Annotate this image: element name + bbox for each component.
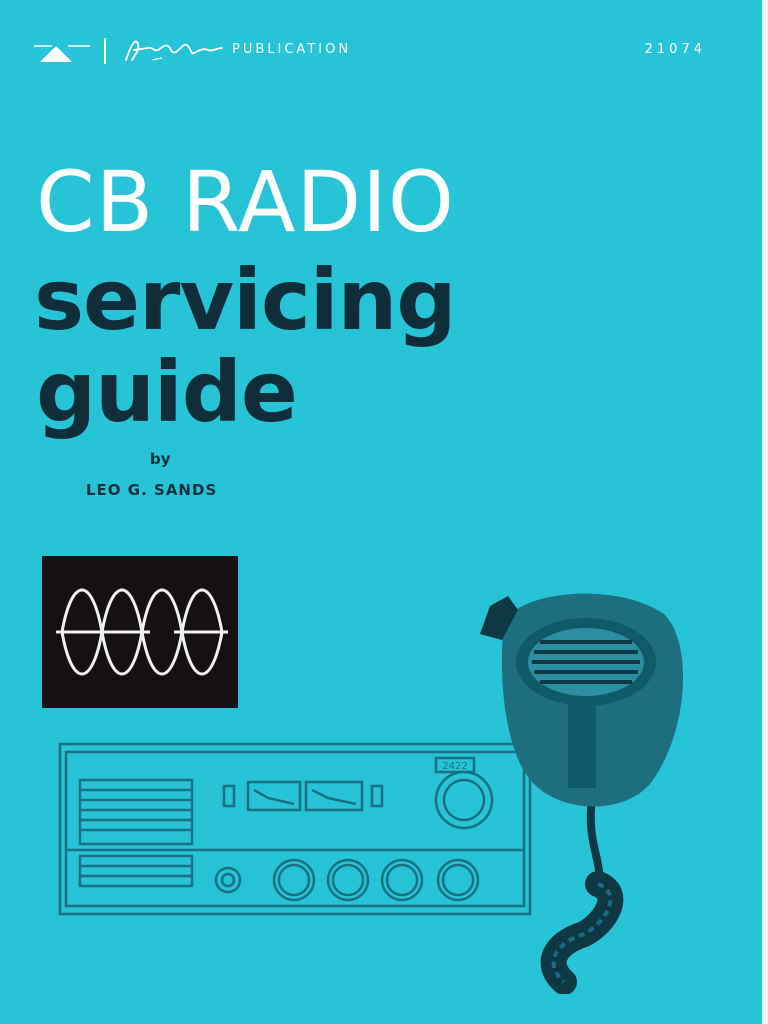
publisher-logo-icon [34, 45, 90, 62]
oscilloscope-waveform-image [42, 556, 238, 708]
title-cb-radio: CB RADIO [36, 153, 455, 251]
page-edge [762, 0, 768, 1024]
by-label: by [150, 450, 171, 468]
publication-label: PUBLICATION [232, 42, 352, 57]
microphone-illustration [480, 593, 684, 994]
cb-radio-transceiver-illustration: 2422 [58, 742, 532, 916]
publisher-signature-logo [125, 40, 223, 61]
author-name: LEO G. SANDS [86, 481, 218, 499]
waveform-trace [56, 588, 228, 676]
title-servicing: servicing [34, 251, 456, 349]
catalog-number: 21074 [644, 42, 706, 57]
cover-header: PUBLICATION 21074 [28, 34, 708, 68]
header-divider [104, 38, 106, 64]
title-guide: guide [36, 343, 298, 441]
radio-display: 2422 [442, 761, 467, 772]
